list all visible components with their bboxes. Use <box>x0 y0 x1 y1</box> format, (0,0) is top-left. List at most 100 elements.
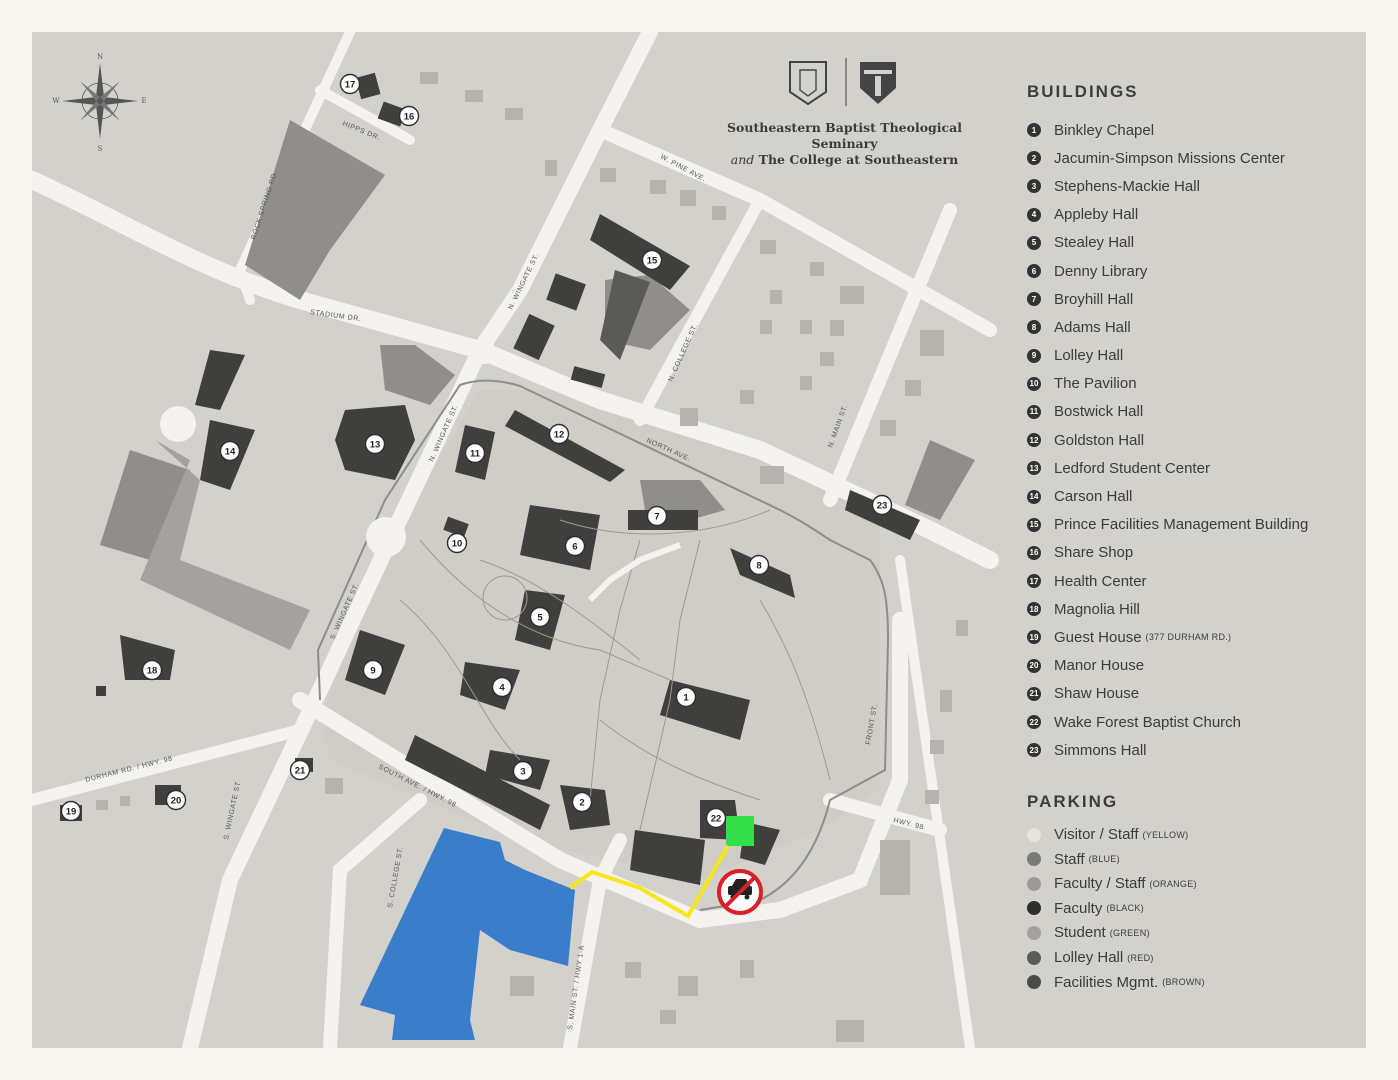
svg-text:3: 3 <box>520 767 525 778</box>
building-number-badge: 12 <box>1027 433 1041 448</box>
marker-14[interactable]: 14 <box>219 440 241 462</box>
marker-1[interactable]: 1 <box>675 686 697 708</box>
parking-list: Visitor / Staff(YELLOW)Staff(BLUE)Facult… <box>1027 822 1357 994</box>
building-name: Shaw House <box>1054 685 1140 703</box>
marker-11[interactable]: 11 <box>464 442 486 464</box>
marker-21[interactable]: 21 <box>289 759 311 781</box>
svg-text:17: 17 <box>345 80 356 91</box>
svg-text:9: 9 <box>370 666 375 677</box>
building-name: Manor House <box>1054 657 1145 675</box>
roundabout-north <box>472 340 496 364</box>
marker-12[interactable]: 12 <box>548 423 570 445</box>
parking-heading: PARKING <box>1027 792 1119 812</box>
building-name: Stephens-Mackie Hall <box>1054 177 1200 195</box>
compass-e: E <box>141 97 146 105</box>
legend-parking-1[interactable]: Staff(BLUE) <box>1027 847 1357 872</box>
building-number-badge: 18 <box>1027 602 1041 617</box>
building-name: Binkley Chapel <box>1054 121 1155 139</box>
marker-9[interactable]: 9 <box>362 659 384 681</box>
building-number-badge: 14 <box>1027 489 1041 504</box>
building-markers[interactable]: 1 2 3 4 5 6 7 8 9 10 11 12 13 14 15 16 1… <box>60 73 893 829</box>
marker-2[interactable]: 2 <box>571 791 593 813</box>
marker-16[interactable]: 16 <box>398 105 420 127</box>
campus-map[interactable]: N S E W ROCK SPRING RD. HIPPS DR. STADIU… <box>32 32 1366 1048</box>
marker-22[interactable]: 22 <box>705 807 727 829</box>
marker-7[interactable]: 7 <box>646 505 668 527</box>
roundabout-west <box>160 406 196 442</box>
campus-quad <box>320 390 880 880</box>
marker-8[interactable]: 8 <box>748 554 770 576</box>
svg-text:18: 18 <box>147 666 158 677</box>
legend-parking-3[interactable]: Faculty(BLACK) <box>1027 896 1357 921</box>
large-structures <box>100 120 975 560</box>
parking-name: Faculty <box>1054 899 1103 917</box>
parking-swatch <box>1027 950 1041 965</box>
building-name: Magnolia Hill <box>1054 600 1140 618</box>
parking-swatch <box>1027 901 1041 916</box>
yellow-visitor-route <box>568 845 730 919</box>
marker-4[interactable]: 4 <box>491 676 513 698</box>
street-n-main: N. MAIN ST. <box>827 404 849 449</box>
title-line-2: and The College at Southeastern <box>730 152 959 167</box>
building-number-badge: 21 <box>1027 686 1041 701</box>
svg-text:11: 11 <box>470 449 481 460</box>
parking-section: PARKING Visitor / Staff(YELLOW)Staff(BLU… <box>1027 792 1357 994</box>
marker-3[interactable]: 3 <box>512 760 534 782</box>
marker-19[interactable]: 19 <box>60 800 82 822</box>
building-name: Health Center <box>1054 572 1147 590</box>
parking-name: Staff <box>1054 850 1085 868</box>
roads <box>32 32 999 1048</box>
marker-20[interactable]: 20 <box>165 789 187 811</box>
legend-parking-6[interactable]: Facilities Mgmt.(BROWN) <box>1027 970 1357 995</box>
legend-building-21[interactable]: 21 Shaw House <box>1027 680 1357 708</box>
parking-note: (RED) <box>1127 952 1154 963</box>
svg-text:6: 6 <box>572 542 577 553</box>
svg-text:1: 1 <box>683 693 689 704</box>
marker-18[interactable]: 18 <box>141 659 163 681</box>
street-n-wingate-top: N. WINGATE ST. <box>508 252 541 310</box>
svg-text:13: 13 <box>370 440 381 451</box>
marker-23[interactable]: 23 <box>871 494 893 516</box>
marker-10[interactable]: 10 <box>446 532 468 554</box>
building-name: Guest House <box>1054 628 1142 646</box>
marker-13[interactable]: 13 <box>364 433 386 455</box>
marker-17[interactable]: 17 <box>339 73 361 95</box>
legend-parking-4[interactable]: Student(GREEN) <box>1027 921 1357 946</box>
legend-parking-2[interactable]: Faculty / Staff(ORANGE) <box>1027 872 1357 897</box>
svg-text:22: 22 <box>711 814 722 825</box>
building-note: (377 DURHAM RD.) <box>1145 632 1232 643</box>
parking-swatch <box>1027 827 1041 842</box>
legend-building-18[interactable]: 18 Magnolia Hill <box>1027 595 1357 623</box>
building-name: Bostwick Hall <box>1054 403 1144 421</box>
map-title: Southeastern Baptist Theological Seminar… <box>692 120 997 168</box>
no-parking-icon <box>717 869 763 915</box>
parking-note: (ORANGE) <box>1149 878 1197 889</box>
marker-15[interactable]: 15 <box>641 249 663 271</box>
building-name: Stealey Hall <box>1054 234 1135 252</box>
marker-6[interactable]: 6 <box>564 535 586 557</box>
legend-parking-5[interactable]: Lolley Hall(RED) <box>1027 945 1357 970</box>
marker-5[interactable]: 5 <box>529 606 551 628</box>
legend-parking-0[interactable]: Visitor / Staff(YELLOW) <box>1027 822 1357 847</box>
